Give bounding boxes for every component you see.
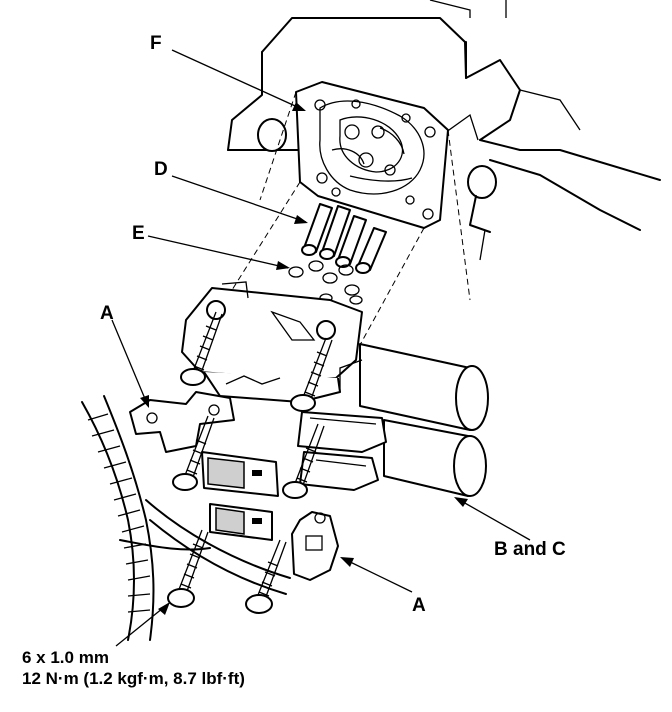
bracket-right <box>291 511 339 581</box>
callout-b-and-c-label: B and C <box>494 539 566 560</box>
callout-f-label: F <box>150 33 162 54</box>
pipes <box>301 203 387 274</box>
o-rings <box>288 260 363 305</box>
separator-plate <box>295 81 449 229</box>
alignment-guides <box>231 91 471 346</box>
solenoid-connectors <box>297 411 387 491</box>
bolts <box>167 311 333 614</box>
wiring-harness <box>81 395 291 641</box>
callout-e-label: E <box>132 223 145 244</box>
bracket-left <box>129 391 235 453</box>
callout-d-label: D <box>154 159 168 180</box>
callout-a-right-label: A <box>412 595 426 616</box>
leader-arrows <box>111 49 531 647</box>
bolt-size-spec: 6 x 1.0 mm <box>22 648 109 667</box>
torque-spec: 12 N·m (1.2 kgf·m, 8.7 lbf·ft) <box>22 669 245 688</box>
callout-a-left-label: A <box>100 303 114 324</box>
harness-connectors <box>201 451 279 541</box>
solenoid-body <box>181 281 489 497</box>
transmission-housing <box>227 0 661 261</box>
